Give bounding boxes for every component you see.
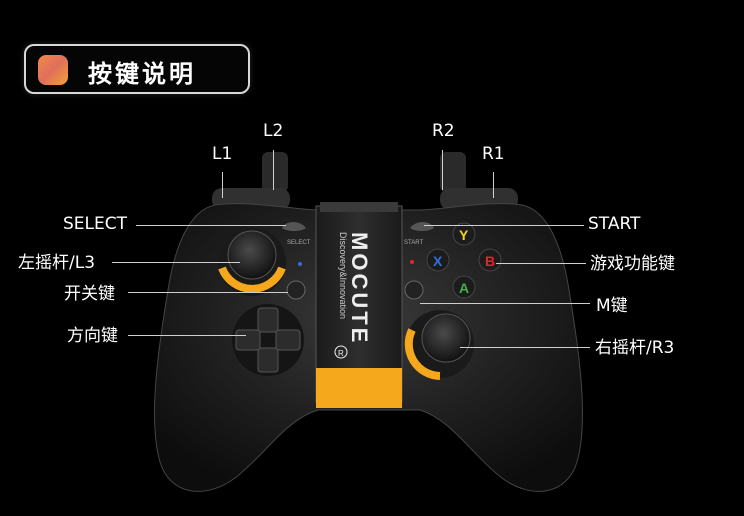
left-stick-leader — [112, 262, 240, 263]
holder-clip-top — [320, 202, 398, 212]
page-title: 按键说明 — [88, 60, 196, 88]
registered-letter: R — [338, 349, 344, 358]
dpad-base — [232, 304, 304, 376]
function-keys-leader — [496, 263, 586, 264]
a-button-letter: A — [459, 280, 469, 296]
r2-label: R2 — [432, 121, 455, 141]
dpad-label: 方向键 — [67, 326, 118, 346]
select-print: SELECT — [287, 240, 311, 246]
y-button — [452, 222, 476, 246]
r1-leader — [493, 172, 494, 198]
y-button-letter: Y — [459, 227, 469, 243]
dpad-down — [257, 347, 279, 373]
m-key-label: M键 — [596, 296, 628, 316]
left-stick-accent — [218, 266, 286, 293]
m-key-leader — [420, 303, 590, 304]
l2-label: L2 — [263, 121, 284, 141]
left-stick-label: 左摇杆/L3 — [18, 253, 96, 273]
title-badge-icon — [38, 55, 68, 85]
left-led — [298, 262, 302, 266]
a-button — [452, 275, 476, 299]
right-led — [410, 260, 414, 264]
brand-logo: MOCUTE — [347, 232, 372, 345]
x-button-letter: X — [433, 253, 443, 269]
left-stick-cap — [227, 230, 277, 280]
brand-slogan: Discovery&Innovation — [338, 232, 348, 319]
x-button — [426, 248, 450, 272]
start-label: START — [588, 214, 641, 234]
r1-label: R1 — [482, 144, 505, 164]
registered-mark — [334, 345, 348, 359]
start-leader — [424, 225, 584, 226]
select-label: SELECT — [63, 214, 127, 234]
power-label: 开关键 — [64, 284, 115, 304]
right-stick-accent — [404, 328, 441, 380]
select-button — [282, 222, 306, 231]
function-keys-label: 游戏功能键 — [590, 254, 675, 274]
power-leader — [128, 292, 288, 293]
start-button — [410, 222, 434, 231]
dpad-right — [275, 329, 301, 351]
dpad-up — [257, 307, 279, 333]
holder-yellow-base — [316, 368, 402, 408]
power-button — [286, 280, 306, 300]
start-print: START — [404, 240, 423, 246]
l1-leader — [222, 172, 223, 198]
b-button-letter: B — [485, 253, 495, 269]
right-stick-cap — [421, 313, 471, 363]
r2-leader — [442, 150, 443, 190]
l1-label: L1 — [212, 144, 233, 164]
dpad-leader — [128, 335, 246, 336]
m-button — [404, 280, 424, 300]
l2-trigger — [262, 152, 288, 192]
b-button — [478, 248, 502, 272]
right-stick-label: 右摇杆/R3 — [595, 338, 675, 358]
r2-trigger — [440, 152, 466, 192]
dpad-left — [235, 329, 261, 351]
l2-leader — [273, 150, 274, 190]
section-title-box: 按键说明 — [24, 44, 250, 94]
right-stick-leader — [460, 347, 590, 348]
select-leader — [136, 225, 286, 226]
